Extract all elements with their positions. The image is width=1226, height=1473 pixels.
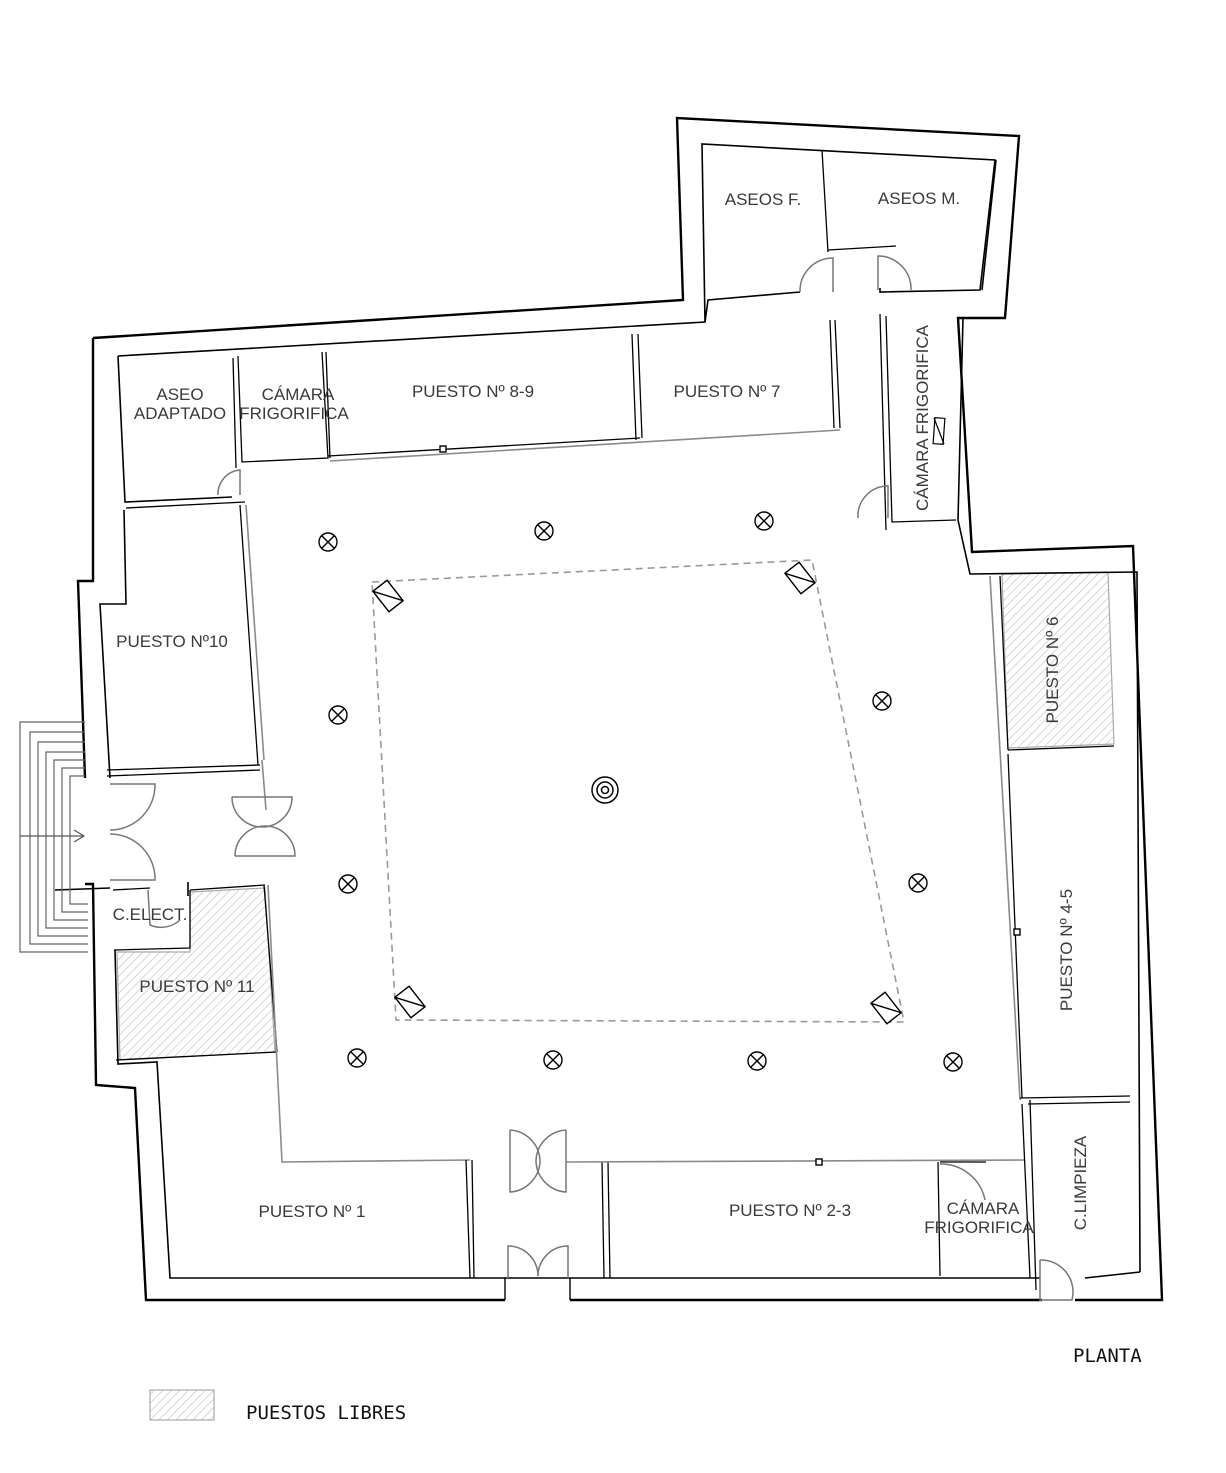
column-icon	[318, 511, 963, 1072]
label-c-limpieza: C.LIMPIEZA	[1071, 1135, 1090, 1230]
label-puesto-10: PUESTO Nº10	[116, 632, 228, 651]
label-puesto-6: PUESTO Nº 6	[1043, 617, 1062, 724]
plan-title: PLANTA	[1073, 1345, 1142, 1367]
label-aseo-adaptado-2: ADAPTADO	[134, 404, 226, 423]
partitions	[106, 149, 1131, 1291]
label-camara-se-1: CÁMARA	[947, 1199, 1020, 1218]
legend-label: PUESTOS LIBRES	[246, 1402, 406, 1424]
label-camara-ne: CÁMARA FRIGORIFICA	[913, 324, 932, 511]
label-camara-se-2: FRIGORIFICA	[924, 1218, 1034, 1237]
label-aseos-f: ASEOS F.	[725, 190, 802, 209]
label-aseo-adaptado-1: ASEO	[156, 385, 203, 404]
roof-outline	[371, 559, 905, 1023]
label-puesto-2-3: PUESTO Nº 2-3	[729, 1201, 851, 1220]
stairs-icon	[19, 721, 88, 953]
outer-walls	[76, 116, 1164, 1302]
label-aseos-m: ASEOS M.	[878, 189, 960, 208]
room-labels: ASEOS F. ASEOS M. ASEO ADAPTADO CÁMARA F…	[113, 189, 1090, 1237]
door-swings	[54, 255, 1074, 1301]
light-fixture-icon	[372, 561, 902, 1025]
central-drain-icon	[591, 776, 619, 804]
label-c-elect: C.ELECT.	[113, 905, 188, 924]
label-camara-nw-1: CÁMARA	[262, 385, 335, 404]
label-puesto-7: PUESTO Nº 7	[674, 382, 781, 401]
label-puesto-4-5: PUESTO Nº 4-5	[1057, 889, 1076, 1011]
label-puesto-11: PUESTO Nº 11	[139, 977, 254, 996]
label-camara-nw-2: FRIGORIFICA	[239, 404, 349, 423]
legend-swatch	[149, 1389, 215, 1421]
label-puesto-1: PUESTO Nº 1	[259, 1202, 366, 1221]
label-puesto-8-9: PUESTO Nº 8-9	[412, 382, 534, 401]
